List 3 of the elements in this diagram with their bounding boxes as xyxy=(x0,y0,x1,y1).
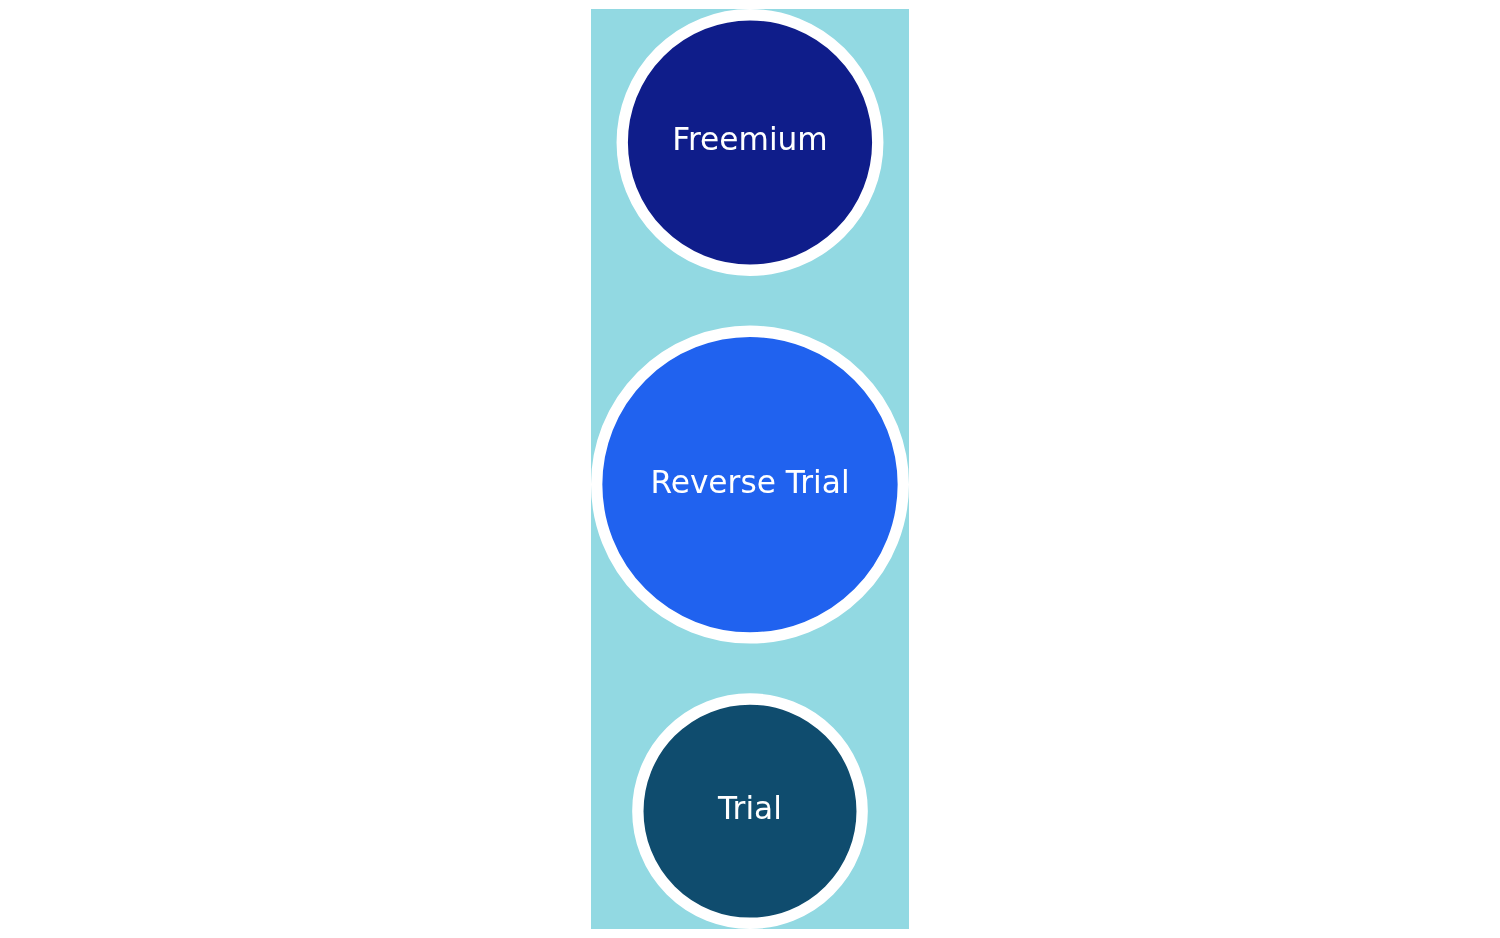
node-circle: Reverse Trial xyxy=(591,325,909,644)
node-circle: Trial xyxy=(632,693,868,929)
node-circle: Freemium xyxy=(616,9,884,276)
